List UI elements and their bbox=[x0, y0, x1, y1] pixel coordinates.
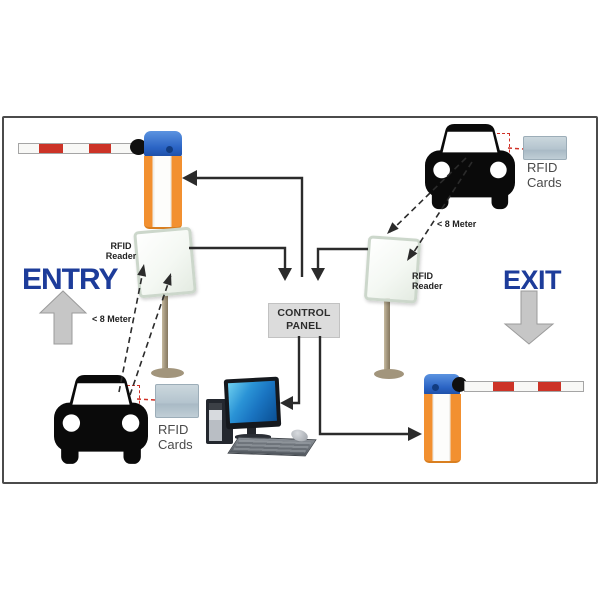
rfid-reader-label-right: RFID Reader bbox=[412, 271, 443, 291]
range-label-exit: < 8 Meter bbox=[437, 219, 477, 229]
control-panel-box: CONTROL PANEL bbox=[268, 303, 340, 338]
reader-pole-base-right bbox=[374, 369, 404, 379]
range-label-entry: < 8 Meter bbox=[92, 314, 132, 324]
rfid-cards-label-bottom-left: RFID Cards bbox=[158, 422, 193, 452]
rfid-card-icon-top-right bbox=[523, 136, 567, 160]
cap-dot bbox=[432, 384, 439, 391]
arm-stripe bbox=[493, 382, 514, 391]
arm-stripe bbox=[39, 144, 63, 153]
exit-car-icon bbox=[425, 123, 515, 210]
exit-barrier-arm-icon bbox=[464, 381, 584, 392]
rfid-reader-label-left: RFID Reader bbox=[105, 241, 137, 261]
entry-car-icon bbox=[54, 375, 148, 464]
monitor-screen bbox=[227, 380, 277, 424]
exit-label: EXIT bbox=[503, 265, 562, 295]
reader-pole-left bbox=[162, 287, 168, 371]
monitor-stand bbox=[247, 427, 256, 435]
arm-stripe bbox=[538, 382, 561, 391]
arm-stripe bbox=[89, 144, 111, 153]
entry-barrier-cap-icon bbox=[144, 131, 182, 157]
rfid-card-icon-bottom-left bbox=[155, 384, 199, 418]
rfid-cards-label-top-right: RFID Cards bbox=[527, 160, 562, 190]
entry-barrier-arm-icon bbox=[18, 143, 147, 154]
exit-barrier-cap-icon bbox=[424, 374, 460, 395]
entry-label: ENTRY bbox=[22, 263, 119, 296]
entry-barrier-cabinet-icon bbox=[144, 156, 182, 229]
rfid-reader-panel-left-icon bbox=[133, 226, 197, 299]
rfid-reader-panel-right-icon bbox=[363, 235, 422, 304]
cap-dot bbox=[166, 146, 173, 153]
exit-barrier-pivot-icon bbox=[452, 377, 467, 392]
monitor-icon bbox=[223, 376, 282, 430]
entry-barrier-pivot-icon bbox=[130, 139, 147, 155]
exit-barrier-cabinet-icon bbox=[424, 394, 461, 463]
reader-pole-right bbox=[384, 293, 390, 373]
tower-front bbox=[209, 403, 222, 441]
reader-pole-base-left bbox=[151, 368, 184, 378]
keyboard-keys bbox=[232, 439, 312, 454]
